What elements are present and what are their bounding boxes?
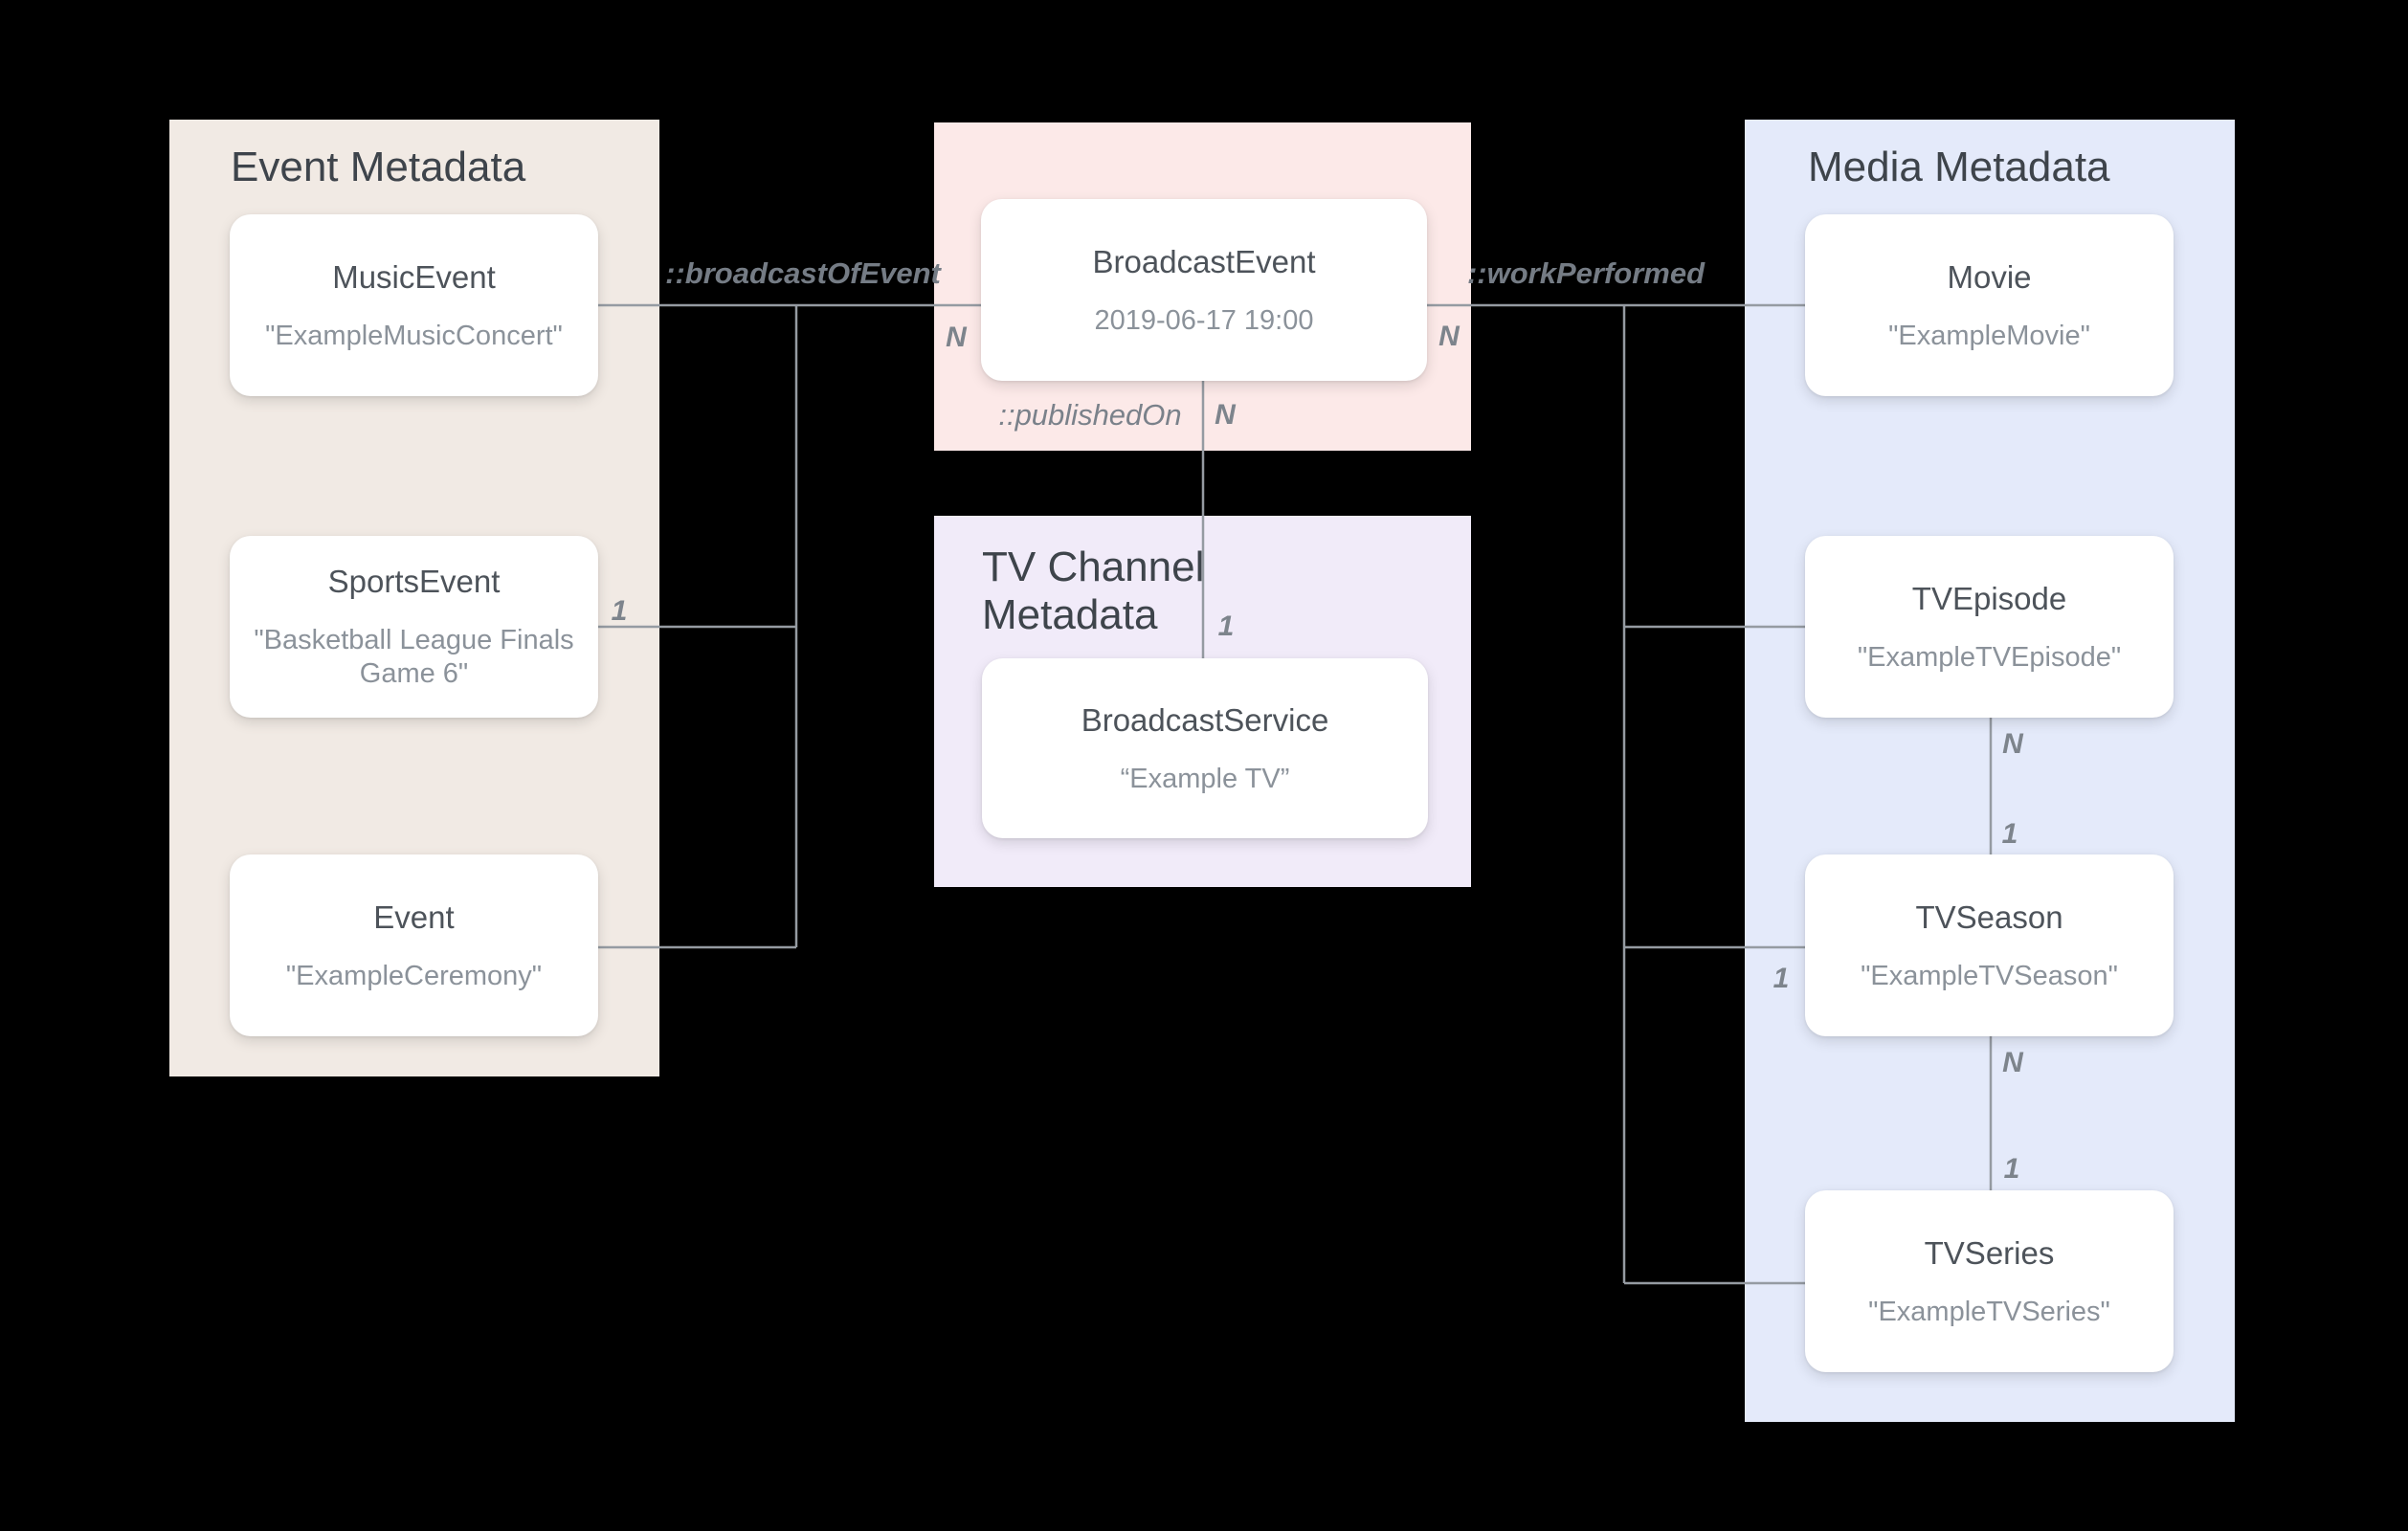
relationship-label-broadcast-of-event: ::broadcastOfEvent: [665, 256, 941, 290]
node-title: SportsEvent: [327, 564, 501, 599]
cardinality-season-series-1: 1: [2003, 1153, 2020, 1185]
node-title: MusicEvent: [332, 258, 496, 295]
node-subtitle: "ExampleMusicConcert": [265, 320, 563, 351]
node-subtitle: “Example TV”: [1120, 763, 1290, 794]
cardinality-published-on-n: N: [1215, 399, 1236, 431]
node-subtitle: "Basketball League Finals Game 6": [254, 625, 574, 689]
node-subtitle: "ExampleTVSeason": [1861, 960, 2118, 991]
node-title: TVSeries: [1924, 1234, 2055, 1271]
node-tv-series: TVSeries "ExampleTVSeries": [1805, 1190, 2174, 1372]
node-tv-episode: TVEpisode "ExampleTVEpisode": [1805, 536, 2174, 718]
cardinality-episode-season-n: N: [2002, 728, 2023, 760]
node-title: TVEpisode: [1911, 580, 2067, 616]
node-title: Movie: [1947, 258, 2032, 295]
node-subtitle: "ExampleMovie": [1888, 320, 2090, 351]
node-event: Event "ExampleCeremony": [230, 854, 598, 1036]
node-title: TVSeason: [1915, 899, 2063, 935]
node-broadcast-service: BroadcastService “Example TV”: [982, 658, 1428, 838]
panel-title-event-metadata: Event Metadata: [231, 144, 526, 190]
node-broadcast-event: BroadcastEvent 2019-06-17 19:00: [981, 199, 1427, 381]
node-title: BroadcastService: [1081, 701, 1329, 738]
panel-title-tv-channel-metadata: TV Channel Metadata: [982, 544, 1205, 638]
node-music-event: MusicEvent "ExampleMusicConcert": [230, 214, 598, 396]
node-subtitle: "ExampleCeremony": [285, 960, 543, 991]
cardinality-sports-event-1: 1: [611, 595, 628, 627]
node-movie: Movie "ExampleMovie": [1805, 214, 2174, 396]
node-sports-event: SportsEvent "Basketball League Finals Ga…: [230, 536, 598, 718]
cardinality-broadcast-of-event-n: N: [946, 322, 967, 353]
cardinality-work-performed-n: N: [1438, 321, 1460, 352]
node-title: Event: [373, 899, 455, 935]
relationship-label-work-performed: ::workPerformed: [1466, 256, 1706, 290]
cardinality-season-series-n: N: [2002, 1047, 2023, 1078]
node-tv-season: TVSeason "ExampleTVSeason": [1805, 854, 2174, 1036]
node-subtitle: "ExampleTVSeries": [1868, 1296, 2110, 1327]
node-subtitle: "ExampleTVEpisode": [1857, 641, 2122, 673]
cardinality-tv-season-left-1: 1: [1773, 963, 1790, 994]
node-title: BroadcastEvent: [1092, 243, 1316, 279]
relationship-label-published-on: ::publishedOn: [998, 398, 1182, 432]
node-subtitle: 2019-06-17 19:00: [1094, 304, 1314, 336]
panel-title-media-metadata: Media Metadata: [1808, 144, 2110, 190]
cardinality-broadcast-service-1: 1: [1217, 610, 1235, 642]
cardinality-episode-season-1: 1: [2001, 818, 2018, 850]
